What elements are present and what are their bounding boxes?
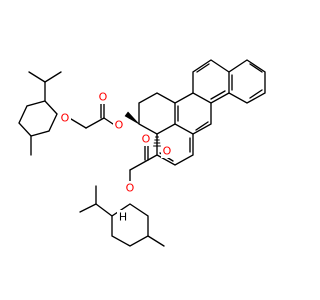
ester-chain-lower [129,143,158,187]
menthyl-ring-lower [79,185,165,247]
svg-text:O: O [163,145,172,158]
atom-label-o-carbonyl-upper: O [97,90,109,104]
molecule-structure: O O O O O O H [18,59,266,247]
svg-text:H: H [119,211,127,224]
stereo-bond-upper [124,111,140,125]
ring-saturated [138,92,176,135]
atom-label-h: H [117,210,129,224]
svg-text:O: O [142,133,151,146]
ring-aromatic-3 [174,92,212,135]
stereo-bond-lower [153,133,161,147]
atom-label-o-ether-lower: O [124,181,136,195]
ring-aromatic-2 [192,59,230,104]
ester-chain-upper [70,103,114,129]
svg-text:O: O [99,91,108,104]
atom-label-o-ester-lower: O [161,144,173,158]
atom-label-o-ester-upper: O [113,118,125,132]
svg-text:O: O [126,182,135,195]
atom-label-o-carbonyl-lower: O [140,132,152,146]
svg-text:O: O [115,119,124,132]
menthyl-ring-upper [18,71,62,156]
svg-text:O: O [61,112,70,125]
atom-label-o-ether-upper: O [59,111,71,125]
